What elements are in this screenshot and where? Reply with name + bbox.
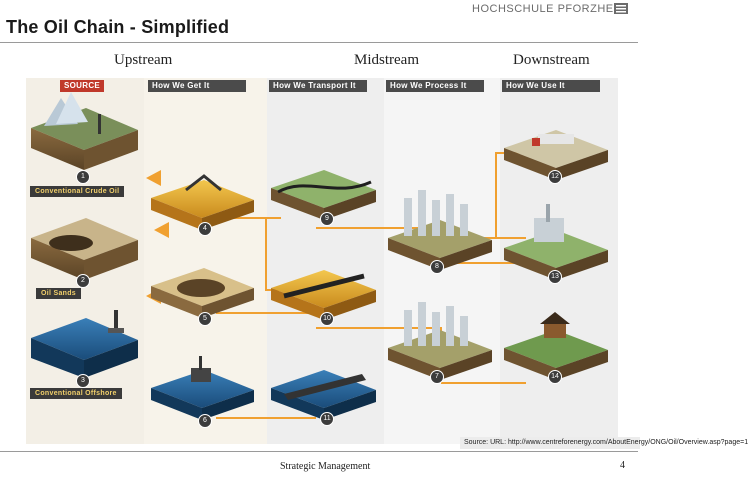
step-badge: 9	[320, 212, 334, 226]
column-head-process: How We Process It	[386, 80, 484, 92]
processing-refinery-tile-2	[388, 302, 492, 380]
step-badge: 3	[76, 374, 90, 388]
step-badge: 10	[320, 312, 334, 326]
usage-plant-tile	[504, 204, 608, 280]
step-badge: 12	[548, 170, 562, 184]
step-badge: 5	[198, 312, 212, 326]
page-number: 4	[620, 460, 625, 471]
column-head-transport: How We Transport It	[269, 80, 367, 92]
step-badge: 4	[198, 222, 212, 236]
step-badge: 14	[548, 370, 562, 384]
institution-logo-text: HOCHSCHULE PFORZHEIM	[472, 3, 627, 15]
step-badge: 11	[320, 412, 334, 426]
step-badge: 13	[548, 270, 562, 284]
institution-logo-icon	[614, 3, 628, 14]
usage-house-tile	[504, 312, 608, 380]
oil-chain-diagram: SOURCE How We Get It How We Transport It…	[26, 78, 618, 444]
step-badge: 2	[76, 274, 90, 288]
source-label-oilsands: Oil Sands	[36, 288, 81, 299]
column-head-get: How We Get It	[148, 80, 246, 92]
processing-refinery-tile-1	[388, 190, 492, 270]
stage-midstream-label: Midstream	[354, 52, 419, 68]
source-citation: Source: URL: http://www.centreforenergy.…	[460, 437, 748, 449]
usage-truck-tile	[504, 130, 608, 180]
step-badge: 7	[430, 370, 444, 384]
extraction-offshore-tile	[151, 356, 254, 420]
column-head-source: SOURCE	[60, 80, 105, 92]
stage-upstream-label: Upstream	[114, 52, 173, 68]
source-crude-tile	[31, 92, 138, 170]
source-oilsands-tile	[31, 218, 138, 280]
oil-chain-illustration	[31, 92, 608, 420]
step-badge: 8	[430, 260, 444, 274]
transport-tanker-tile	[271, 370, 376, 420]
source-label-offshore: Conventional Offshore	[30, 388, 122, 399]
footer-divider	[0, 451, 638, 452]
step-badge: 6	[198, 414, 212, 428]
title-divider	[0, 42, 638, 43]
extraction-pumpjack-tile	[151, 174, 254, 230]
footer-course-label: Strategic Management	[280, 461, 371, 472]
stage-downstream-label: Downstream	[513, 52, 590, 68]
transport-rail-tile	[271, 270, 376, 320]
column-head-use: How We Use It	[502, 80, 600, 92]
source-label-crude: Conventional Crude Oil	[30, 186, 125, 197]
transport-pipeline-tile	[271, 170, 376, 220]
source-offshore-tile	[31, 310, 138, 378]
extraction-mining-tile	[151, 268, 254, 318]
slide-title: The Oil Chain - Simplified	[6, 17, 230, 37]
step-badge: 1	[76, 170, 90, 184]
